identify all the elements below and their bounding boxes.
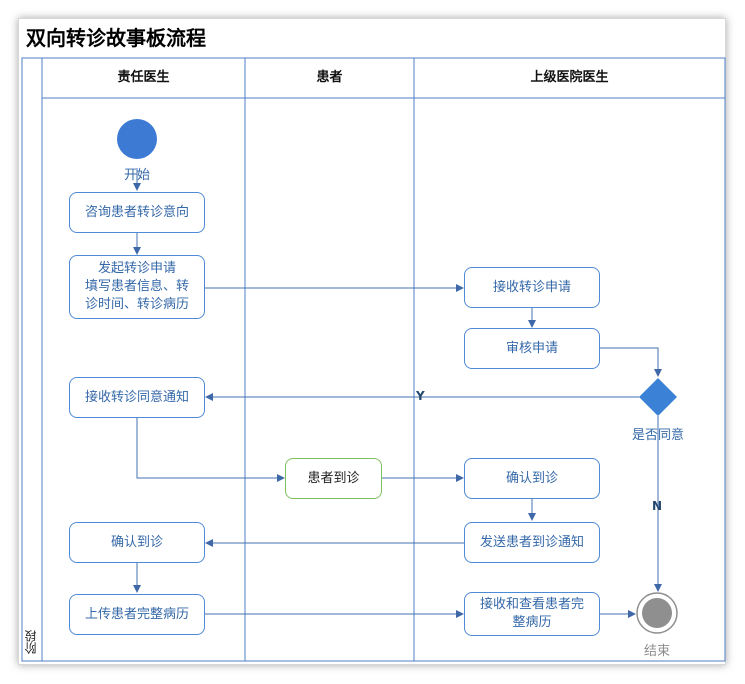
end-node-circle: [642, 598, 672, 628]
node-patient-arrives: 患者到诊: [285, 458, 382, 499]
edge-review-decision: [600, 347, 662, 377]
node-patient-arrives-text: 患者到诊: [307, 470, 360, 486]
node-upload-records-text: 上传患者完整病历: [84, 606, 189, 622]
node-initiate-referral-line2: 填写患者信息、转: [84, 279, 189, 294]
node-review-request-text: 审核申请: [505, 340, 558, 356]
node-confirm-arrival-lower: 确认到诊: [69, 522, 205, 563]
lane-header-upper-hospital-doctor: 上级医院医生: [530, 70, 609, 85]
lane-header-patient: 患者: [316, 70, 343, 85]
node-upload-records: 上传患者完整病历: [69, 594, 205, 635]
node-confirm-arrival-upper: 确认到诊: [464, 458, 600, 499]
node-ask-intention: 咨询患者转诊意向: [69, 192, 205, 233]
node-review-request: 审核申请: [464, 328, 600, 369]
node-initiate-referral-line1: 发起转诊申请: [97, 261, 176, 276]
end-label: 结束: [643, 644, 670, 659]
node-view-records: 接收和查看患者完 整病历: [464, 592, 600, 636]
node-initiate-referral: 发起转诊申请 填写患者信息、转 诊时间、转诊病历: [69, 255, 205, 319]
node-ask-intention-text: 咨询患者转诊意向: [84, 204, 189, 220]
pool-grid: [21, 57, 726, 662]
node-receive-request-text: 接收转诊申请: [492, 279, 571, 295]
node-send-arrival-notice-text: 发送患者到诊通知: [479, 534, 584, 550]
decision-diamond: [639, 378, 677, 416]
edge-label-no: N: [652, 499, 663, 513]
node-receive-consent-notice: 接收转诊同意通知: [69, 377, 205, 418]
decision-label: 是否同意: [631, 428, 684, 443]
node-initiate-referral-line3: 诊时间、转诊病历: [84, 297, 189, 312]
edge-label-yes: Y: [416, 389, 425, 403]
node-confirm-arrival-upper-text: 确认到诊: [505, 470, 558, 486]
start-node-circle: [117, 119, 157, 159]
node-receive-consent-notice-text: 接收转诊同意通知: [84, 389, 189, 405]
diagram-title: 双向转诊故事板流程: [26, 26, 206, 50]
node-view-records-line2: 整病历: [512, 615, 552, 630]
stage-label: 阶段: [24, 630, 38, 654]
node-confirm-arrival-lower-text: 确认到诊: [110, 534, 163, 550]
node-view-records-line1: 接收和查看患者完: [479, 597, 584, 612]
start-label: 开始: [123, 168, 150, 183]
edge-notice-patient: [136, 418, 285, 482]
node-send-arrival-notice: 发送患者到诊通知: [464, 522, 600, 563]
lane-header-responsible-doctor: 责任医生: [117, 70, 170, 85]
node-receive-request: 接收转诊申请: [464, 267, 600, 308]
